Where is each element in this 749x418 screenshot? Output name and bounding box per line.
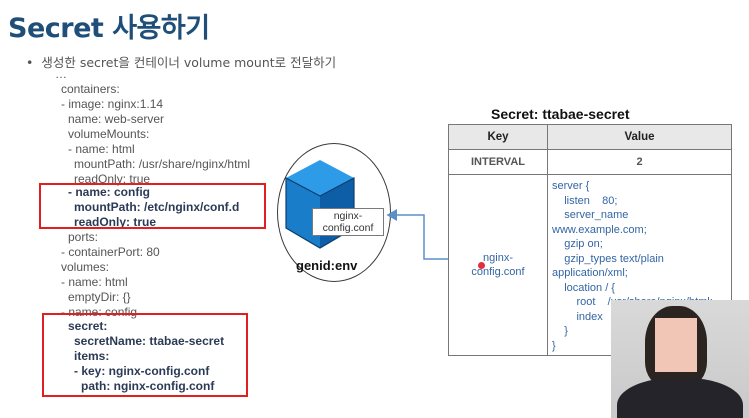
yaml-line: volumes: xyxy=(61,260,110,274)
yaml-line: secretName: ttabae-secret xyxy=(74,334,225,348)
yaml-line: emptyDir: {} xyxy=(68,290,131,304)
slide-title: Secret 사용하기 xyxy=(8,13,210,44)
config-line: www.example.com; xyxy=(552,223,647,236)
pod-label: genid:env xyxy=(296,258,358,273)
row-key-line2: config.conf xyxy=(471,266,525,278)
config-line: server_name xyxy=(552,209,629,221)
config-line: listen 80; xyxy=(552,194,618,207)
value-header: Value xyxy=(547,124,732,150)
yaml-line: items: xyxy=(74,349,110,363)
config-line: location / { xyxy=(552,281,615,294)
yaml-line: ports: xyxy=(68,230,99,244)
yaml-line: readOnly: true xyxy=(74,215,157,229)
container-cube-icon xyxy=(285,160,355,249)
row-key: INTERVAL xyxy=(448,149,548,175)
presenter-face-blur xyxy=(655,318,697,372)
pod-config-file-line2: config.conf xyxy=(322,222,374,234)
key-header: Key xyxy=(448,124,548,150)
row-key: nginx- config.conf xyxy=(448,174,548,356)
yaml-line: - key: nginx-config.conf xyxy=(74,364,210,378)
yaml-line: readOnly: true xyxy=(74,172,151,186)
secret-table-title: Secret: ttabae-secret xyxy=(491,106,630,122)
config-line: } xyxy=(552,339,556,352)
pod-config-file-line1: nginx- xyxy=(333,210,363,222)
yaml-line: mountPath: /etc/nginx/conf.d xyxy=(74,200,240,214)
slide-bullet: • 생성한 secret을 컨테이너 volume mount로 전달하기 xyxy=(26,52,336,71)
yaml-line: mountPath: /usr/share/nginx/html xyxy=(74,157,251,171)
yaml-line: containers: xyxy=(61,82,120,96)
laser-pointer xyxy=(478,262,485,269)
yaml-line: - name: config xyxy=(61,305,138,319)
config-line: application/xml; xyxy=(552,267,628,279)
table-row: INTERVAL 2 xyxy=(448,149,732,175)
yaml-line: - containerPort: 80 xyxy=(61,245,160,259)
mount-arrow xyxy=(386,209,448,260)
pod-config-file: nginx- config.conf xyxy=(312,208,384,236)
presenter-webcam xyxy=(611,300,749,418)
yaml-line: - name: config xyxy=(68,185,151,199)
yaml-line: secret: xyxy=(68,319,108,333)
table-header-row: Key Value xyxy=(448,124,732,150)
presenter-body xyxy=(617,378,743,418)
volume-mount-highlight xyxy=(39,183,266,229)
bullet-text: 생성한 secret을 컨테이너 volume mount로 전달하기 xyxy=(41,55,337,70)
yaml-line: volumeMounts: xyxy=(68,127,150,141)
row-value: 2 xyxy=(547,149,732,175)
row-key-line1: nginx- xyxy=(483,252,513,264)
bullet-dot: • xyxy=(26,55,34,70)
yaml-line: name: web-server xyxy=(68,112,165,126)
config-line: gzip on; xyxy=(552,238,603,250)
config-line: server { xyxy=(552,180,590,192)
yaml-line: - image: nginx:1.14 xyxy=(61,97,164,111)
secret-volume-highlight xyxy=(42,313,248,397)
yaml-line: - name: html xyxy=(68,142,135,156)
yaml-line: path: nginx-config.conf xyxy=(81,379,215,393)
yaml-line: … xyxy=(55,67,67,81)
yaml-line: - name: html xyxy=(61,275,128,289)
config-line: } xyxy=(552,325,568,337)
config-line: gzip_types text/plain xyxy=(552,252,664,265)
